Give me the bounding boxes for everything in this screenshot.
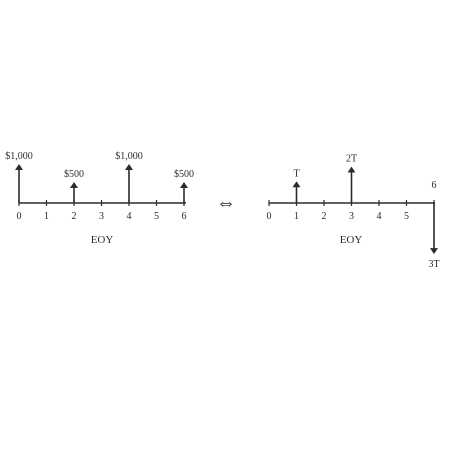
right-cash-flow-label: 3T bbox=[428, 259, 439, 270]
right-tick-label-6: 6 bbox=[432, 180, 437, 191]
left-tick-label-1: 1 bbox=[44, 211, 49, 222]
right-tick-label-2: 2 bbox=[322, 211, 327, 222]
left-axis-label: EOY bbox=[91, 234, 114, 246]
right-flow-group: T 2T 3T bbox=[292, 154, 440, 270]
left-tick-group: 0 1 2 3 4 5 6 bbox=[17, 200, 187, 222]
right-tick-label-1: 1 bbox=[294, 211, 299, 222]
right-cash-flow-label: 2T bbox=[346, 154, 357, 165]
left-tick-label-2: 2 bbox=[72, 211, 77, 222]
left-cash-flow-label: $500 bbox=[64, 169, 84, 180]
left-cash-flow-label: $1,000 bbox=[115, 151, 143, 162]
left-cash-flow-label: $1,000 bbox=[5, 151, 33, 162]
left-tick-label-0: 0 bbox=[17, 211, 22, 222]
equivalence-symbol: ⇔ bbox=[216, 192, 236, 214]
left-tick-label-3: 3 bbox=[99, 211, 104, 222]
left-cash-flow-diagram: 0 1 2 3 4 5 6 $1,000 $500 $1,000 $500 EOY bbox=[5, 151, 194, 246]
right-tick-label-0: 0 bbox=[267, 211, 272, 222]
right-axis-label: EOY bbox=[340, 234, 363, 246]
right-cash-flow-label: T bbox=[293, 168, 299, 179]
right-cash-flow-diagram: 0 1 2 3 4 5 6 T 2T 3T EOY bbox=[267, 154, 440, 271]
left-tick-label-5: 5 bbox=[154, 211, 159, 222]
left-flow-group: $1,000 $500 $1,000 $500 bbox=[5, 151, 194, 203]
left-tick-label-6: 6 bbox=[182, 211, 187, 222]
right-tick-group: 0 1 2 3 4 5 6 bbox=[267, 180, 437, 222]
right-tick-label-5: 5 bbox=[404, 211, 409, 222]
right-tick-label-3: 3 bbox=[349, 211, 354, 222]
left-cash-flow-label: $500 bbox=[174, 169, 194, 180]
right-tick-label-4: 4 bbox=[377, 211, 382, 222]
left-tick-label-4: 4 bbox=[127, 211, 132, 222]
